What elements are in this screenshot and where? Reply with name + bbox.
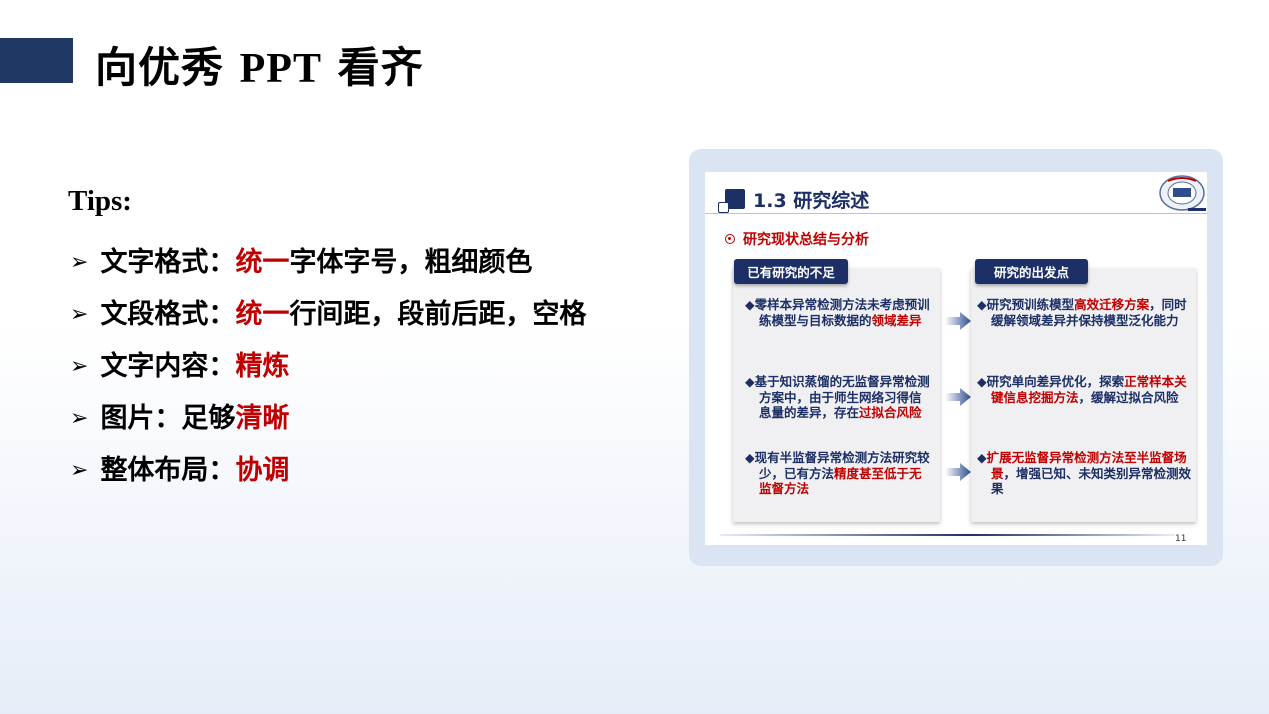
tip-highlight: 精炼 <box>235 351 290 382</box>
footer-line <box>720 534 1175 536</box>
tip-rest: 行间距，段前后距，空格 <box>289 299 587 330</box>
tip-key: 文字格式： <box>100 247 236 278</box>
diamond-icon: ◆ <box>977 374 987 389</box>
tip-highlight: 清晰 <box>235 403 290 434</box>
university-logo-icon <box>1159 175 1206 211</box>
bullet-item: ◆现有半监督异常检测方法研究较少，已有方法精度甚至低于无监督方法 <box>745 450 931 497</box>
diamond-icon: ◆ <box>977 450 987 465</box>
right-box <box>971 268 1196 522</box>
tip-key: 整体布局： <box>100 455 236 486</box>
bullet-highlight: 高效迁移方案 <box>1074 297 1150 312</box>
bullet-text: ，缓解过拟合风险 <box>1078 389 1179 405</box>
bullet-highlight: 过拟合风险 <box>859 405 922 420</box>
tip-item: ➢ 图片：足够清晰 <box>70 396 289 435</box>
arrow-bullet-icon: ➢ <box>70 354 89 379</box>
right-arrow-icon <box>945 463 971 481</box>
bullet-highlight: 扩展无监督异常检测方法至半监督场景 <box>986 450 1187 481</box>
bullet-text: ，增强已知、未知类别异常检测效果 <box>991 465 1192 497</box>
title-divider <box>705 213 1207 214</box>
example-slide: 1.3 研究综述 研究现状总结与分析 已有研究的不足 研究的出发点 ◆零样本异常… <box>705 172 1207 545</box>
target-icon <box>725 234 735 244</box>
bullet-item: ◆研究预训练模型高效迁移方案，同时缓解领域差异并保持模型泛化能力 <box>977 297 1199 328</box>
slide-subtitle: 研究现状总结与分析 <box>725 229 869 249</box>
left-tab: 已有研究的不足 <box>734 259 848 284</box>
tip-item: ➢ 文段格式：统一行间距，段前后距，空格 <box>70 292 586 331</box>
bullet-item: ◆零样本异常检测方法未考虑预训练模型与目标数据的领域差异 <box>745 297 931 328</box>
tip-key: 图片：足够 <box>100 403 236 434</box>
slide-title: 1.3 研究综述 <box>753 190 870 212</box>
diamond-icon: ◆ <box>977 297 987 312</box>
tip-key: 文段格式： <box>100 299 236 330</box>
left-box <box>733 268 940 522</box>
bullet-item: ◆扩展无监督异常检测方法至半监督场景，增强已知、未知类别异常检测效果 <box>977 450 1199 497</box>
arrow-bullet-icon: ➢ <box>70 302 89 327</box>
title-square-outline-icon <box>718 202 729 213</box>
diamond-icon: ◆ <box>745 374 755 389</box>
right-arrow-icon <box>945 388 971 406</box>
diamond-icon: ◆ <box>745 450 755 465</box>
diamond-icon: ◆ <box>745 297 755 312</box>
right-tab: 研究的出发点 <box>975 259 1088 284</box>
tip-item: ➢ 整体布局：协调 <box>70 448 289 487</box>
right-arrow-icon <box>945 312 971 330</box>
bullet-highlight: 领域差异 <box>871 312 922 328</box>
tip-item: ➢ 文字内容：精炼 <box>70 344 289 383</box>
bullet-text: ，同时缓解领域差异并保持模型泛化能力 <box>991 297 1187 328</box>
tips-label: Tips: <box>68 185 132 217</box>
bullet-text: 研究预训练模型 <box>986 297 1075 312</box>
title-accent-bar <box>0 38 73 83</box>
arrow-bullet-icon: ➢ <box>70 406 89 431</box>
tip-highlight: 协调 <box>235 455 290 486</box>
bullet-item: ◆基于知识蒸馏的无监督异常检测方案中，由于师生网络习得信息量的差异，存在过拟合风… <box>745 374 931 421</box>
arrow-bullet-icon: ➢ <box>70 250 89 275</box>
bullet-text: 基于知识蒸馏的无监督异常检测方案中，由于师生网络习得信息量的差异，存在 <box>754 374 930 420</box>
tip-rest: 字体字号，粗细颜色 <box>289 247 533 278</box>
bullet-text: 零样本异常检测方法未考虑预训练模型与目标数据的 <box>754 297 930 328</box>
tip-highlight: 统一 <box>235 299 290 330</box>
page-title: 向优秀 PPT 看齐 <box>95 43 424 92</box>
bullet-highlight: 精度甚至低于无监督方法 <box>759 465 922 497</box>
bullet-text: 研究单向差异优化，探索 <box>986 374 1125 389</box>
tip-item: ➢ 文字格式：统一字体字号，粗细颜色 <box>70 240 532 279</box>
bullet-text: 现有半监督异常检测方法研究较少，已有方法 <box>754 450 930 481</box>
page-number: 11 <box>1175 534 1187 544</box>
tip-key: 文字内容： <box>100 351 236 382</box>
bullet-highlight: 正常样本关键信息挖掘方法 <box>991 374 1187 405</box>
tip-highlight: 统一 <box>235 247 290 278</box>
arrow-bullet-icon: ➢ <box>70 458 89 483</box>
bullet-item: ◆研究单向差异优化，探索正常样本关键信息挖掘方法，缓解过拟合风险 <box>977 374 1199 405</box>
title-square-icon <box>725 189 745 209</box>
